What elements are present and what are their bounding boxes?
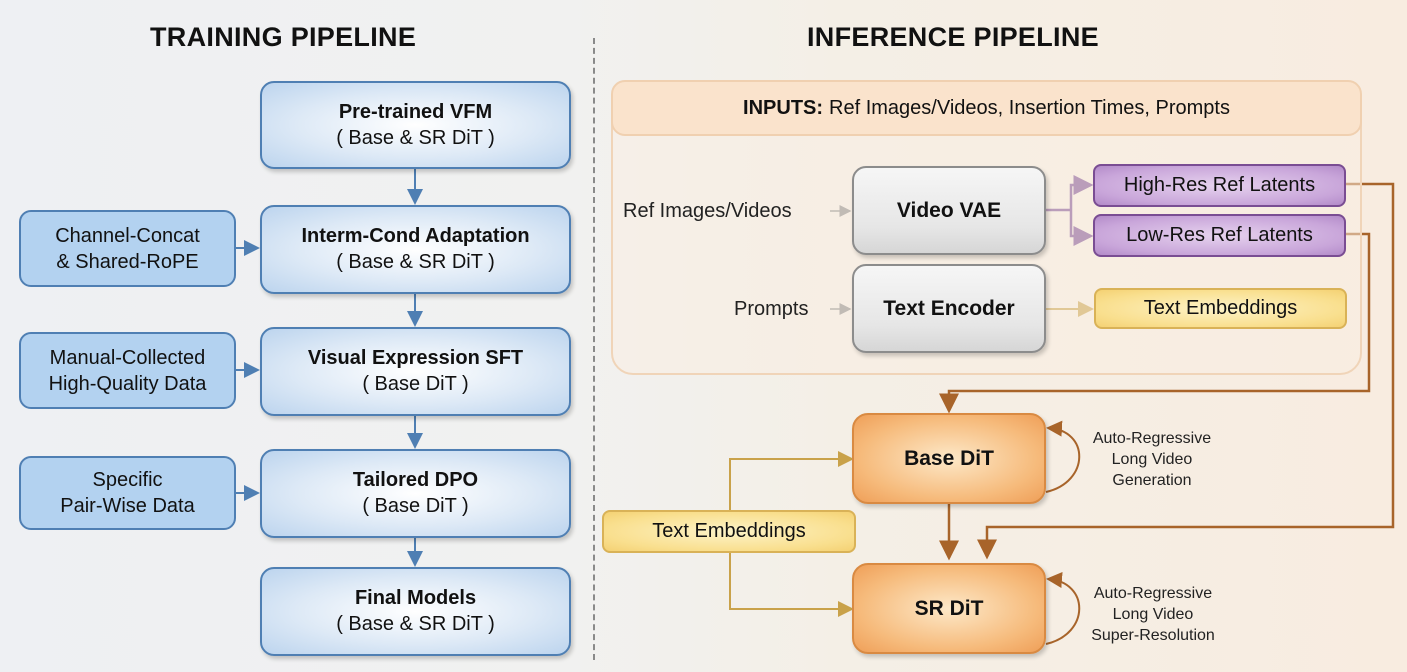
inputs-label: INPUTS:	[743, 96, 824, 119]
stage-title: Visual Expression SFT	[307, 347, 524, 369]
text-embeddings-box: Text Embeddings	[1094, 288, 1347, 329]
sr-dit-note: Auto-Regressive Long Video Super-Resolut…	[1086, 583, 1220, 646]
side-line1: Channel-Concat	[55, 224, 200, 247]
stage-final-models: Final Models ( Base & SR DiT )	[260, 567, 571, 656]
stage-title: Pre-trained VFM	[338, 100, 493, 123]
stage-visual-expression-sft: Visual Expression SFT ( Base DiT )	[260, 327, 571, 416]
side-line1: Specific	[92, 469, 163, 491]
stage-subtitle: ( Base DiT )	[362, 373, 469, 395]
stage-pretrained-vfm: Pre-trained VFM ( Base & SR DiT )	[260, 81, 571, 169]
loop-sr-dit	[1045, 572, 1081, 645]
low-res-latents-box: Low-Res Ref Latents	[1093, 214, 1346, 257]
note-line: Long Video	[1111, 451, 1193, 468]
stage-subtitle: ( Base DiT )	[362, 495, 469, 517]
stage-subtitle: ( Base & SR DiT )	[336, 126, 495, 149]
training-pipeline-title: TRAINING PIPELINE	[150, 22, 417, 52]
side-pair-wise-data: Specific Pair-Wise Data	[19, 456, 236, 530]
high-res-latents-box: High-Res Ref Latents	[1093, 164, 1346, 207]
stage-title: Tailored DPO	[352, 469, 479, 491]
stage-subtitle: ( Base & SR DiT )	[336, 251, 495, 273]
text-embeddings-box-2: Text Embeddings	[602, 510, 856, 553]
side-line2: & Shared-RoPE	[56, 250, 199, 273]
side-line2: Pair-Wise Data	[60, 495, 195, 517]
arrow-highres-to-srdit	[977, 182, 1395, 560]
sr-dit-box: SR DiT	[852, 563, 1046, 654]
stage-title: Interm-Cond Adaptation	[301, 225, 530, 247]
prompts-label: Prompts	[734, 298, 809, 320]
stage-interm-cond-adaptation: Interm-Cond Adaptation ( Base & SR DiT )	[260, 205, 571, 294]
inputs-header: INPUTS: Ref Images/Videos, Insertion Tim…	[611, 80, 1362, 136]
text-encoder-box: Text Encoder	[852, 264, 1046, 353]
base-dit-note: Auto-Regressive Long Video Generation	[1086, 428, 1218, 491]
arrow-embeddings-to-srdit	[729, 553, 854, 617]
note-line: Long Video	[1112, 606, 1194, 623]
note-line: Generation	[1112, 472, 1192, 489]
base-dit-box: Base DiT	[852, 413, 1046, 504]
side-line2: High-Quality Data	[48, 372, 207, 395]
stage-title: Final Models	[354, 587, 477, 609]
inference-pipeline-title: INFERENCE PIPELINE	[807, 22, 1099, 52]
note-line: Auto-Regressive	[1092, 430, 1212, 447]
arrow-embeddings-to-basedit	[729, 451, 854, 510]
note-line: Auto-Regressive	[1093, 585, 1213, 602]
video-vae-box: Video VAE	[852, 166, 1046, 255]
ref-images-label: Ref Images/Videos	[623, 200, 792, 222]
stage-tailored-dpo: Tailored DPO ( Base DiT )	[260, 449, 571, 538]
side-channel-concat: Channel-Concat & Shared-RoPE	[19, 210, 236, 287]
note-line: Super-Resolution	[1091, 627, 1215, 644]
side-manual-collected-data: Manual-Collected High-Quality Data	[19, 332, 236, 409]
section-divider	[593, 38, 595, 660]
stage-subtitle: ( Base & SR DiT )	[336, 613, 495, 635]
side-line1: Manual-Collected	[49, 346, 206, 369]
loop-base-dit	[1045, 420, 1081, 493]
inputs-text: Ref Images/Videos, Insertion Times, Prom…	[829, 96, 1230, 119]
